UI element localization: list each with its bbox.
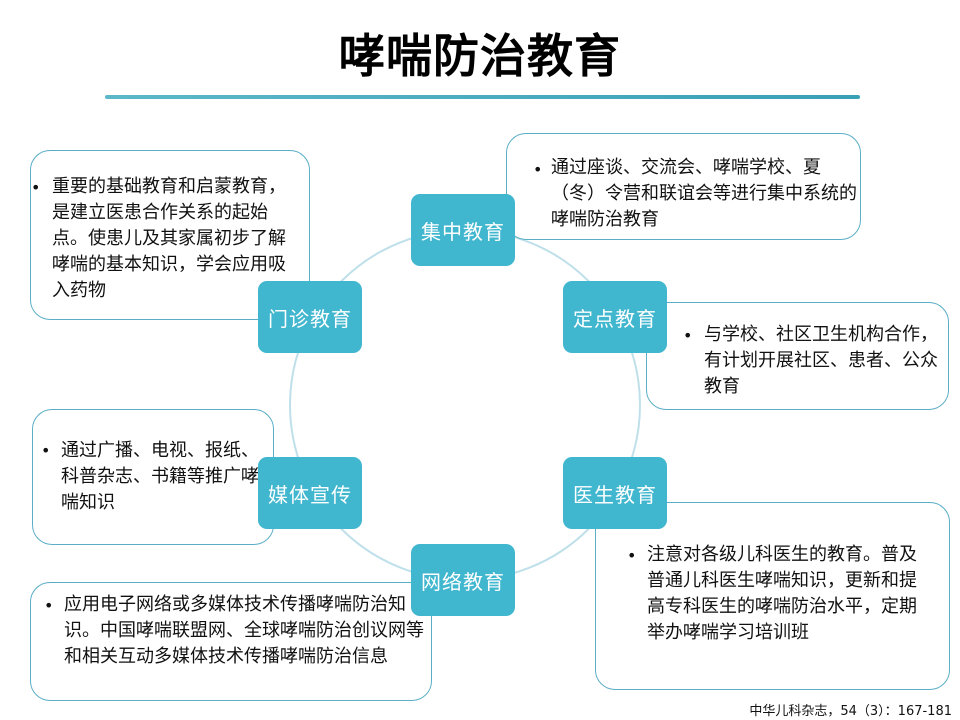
callout-network-text: 应用电子网络或多媒体技术传播哮喘防治知识。中国哮喘联盟网、全球哮喘防治创议网等和… [64,594,424,667]
page-title: 哮喘防治教育 [339,29,621,83]
callout-center-text: 通过座谈、交流会、哮喘学校、夏（冬）令营和联谊会等进行集中系统的哮喘防治教育 [551,157,857,230]
node-center-education: 集中教育 [411,194,515,266]
bullet-icon: • [533,160,543,179]
title-underline [105,95,860,99]
callout-fixed-text: 与学校、社区卫生机构合作，有计划开展社区、患者、公众教育 [704,324,938,397]
callout-media: • 通过广播、电视、报纸、科普杂志、书籍等推广哮喘知识 [32,409,274,545]
callout-doctor: • 注意对各级儿科医生的教育。普及普通儿科医生哮喘知识，更新和提高专科医生的哮喘… [595,502,950,690]
callout-clinic-text: 重要的基础教育和启蒙教育，是建立医患合作关系的起始点。使患儿及其家属初步了解哮喘… [52,176,286,301]
callout-fixed: • 与学校、社区卫生机构合作，有计划开展社区、患者、公众教育 [646,302,949,410]
callout-doctor-text: 注意对各级儿科医生的教育。普及普通儿科医生哮喘知识，更新和提高专科医生的哮喘防治… [647,544,917,643]
bullet-icon: • [627,546,637,565]
node-network-education: 网络教育 [411,544,515,616]
callout-network: • 应用电子网络或多媒体技术传播哮喘防治知识。中国哮喘联盟网、全球哮喘防治创议网… [30,582,432,701]
bullet-icon: • [41,441,51,460]
callout-media-text: 通过广播、电视、报纸、科普杂志、书籍等推广哮喘知识 [61,440,259,513]
callout-clinic: • 重要的基础教育和启蒙教育，是建立医患合作关系的起始点。使患儿及其家属初步了解… [30,150,310,320]
bullet-icon: • [683,326,693,345]
node-media-promotion: 媒体宣传 [258,457,362,529]
node-doctor-education: 医生教育 [563,457,667,529]
callout-center: • 通过座谈、交流会、哮喘学校、夏（冬）令营和联谊会等进行集中系统的哮喘防治教育 [506,133,861,240]
node-fixed-education: 定点教育 [563,281,667,353]
bullet-icon: • [31,178,41,197]
citation-footer: 中华儿科杂志，54（3）：167-181 [749,704,952,719]
node-clinic-education: 门诊教育 [258,281,362,353]
bullet-icon: • [44,596,54,615]
